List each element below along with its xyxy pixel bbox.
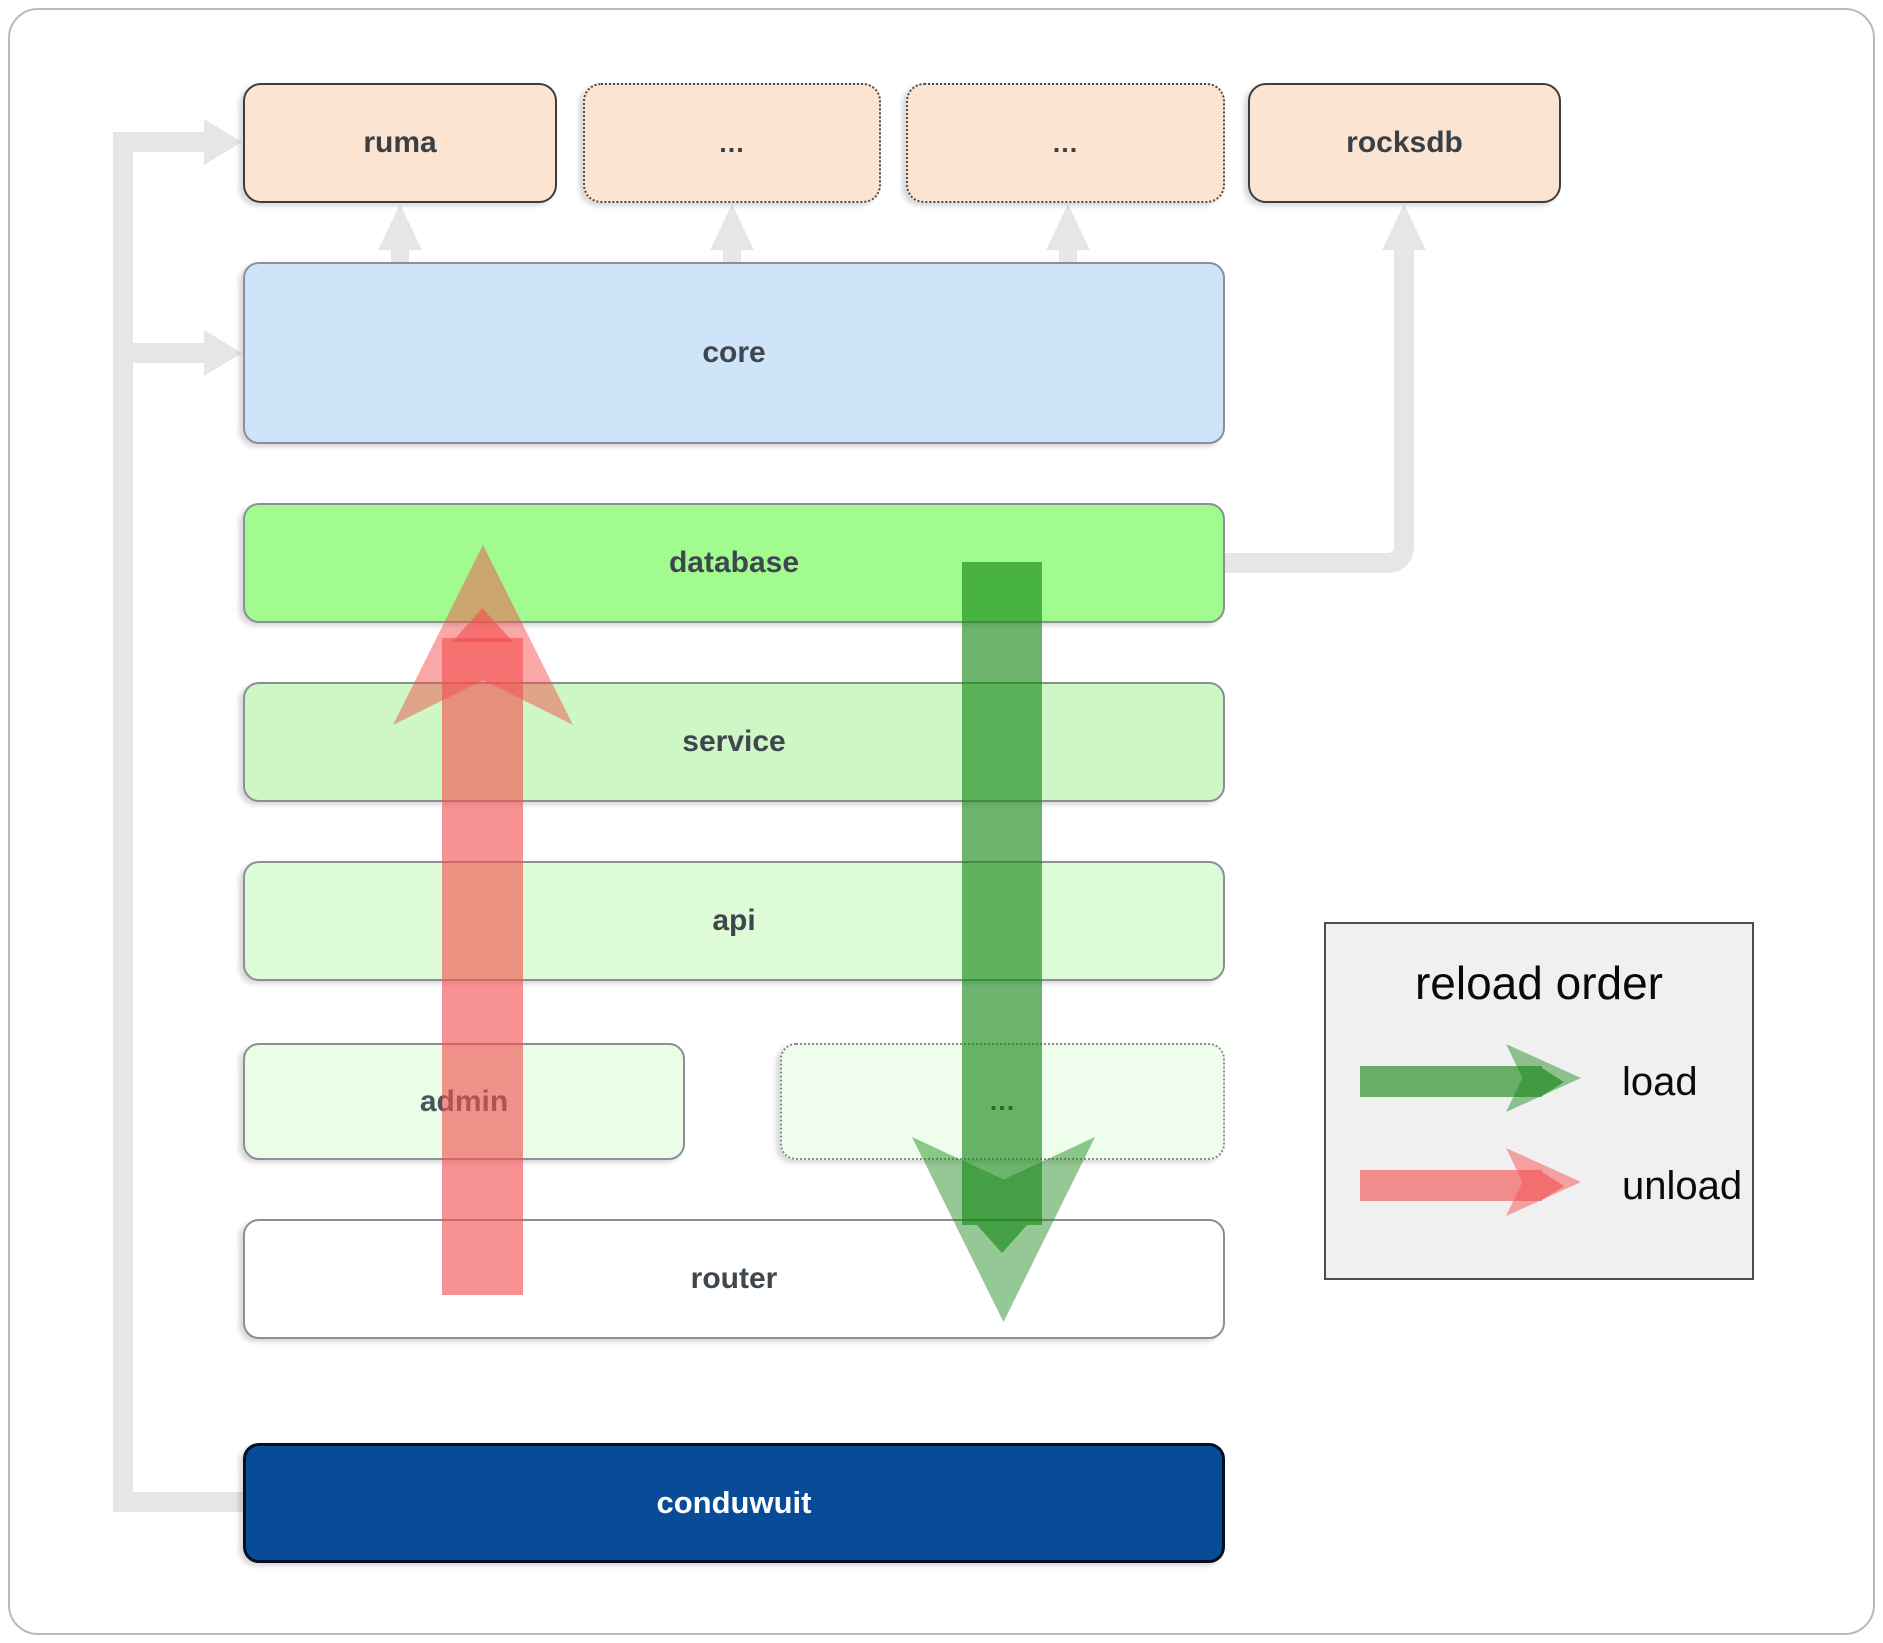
connector-database-rocksdb-elbow [1225,250,1414,573]
connector-core-dots2-shaft [1059,248,1077,264]
legend-unload-arrow-shaft [1360,1170,1542,1201]
legend-load-label: load [1622,1060,1698,1104]
node-rocksdb: rocksdb [1248,83,1561,203]
page-border [8,8,1875,1635]
load-arrow-shaft [962,562,1042,1225]
node-ruma: ruma [243,83,557,203]
connector-core-ruma-shaft [391,248,409,264]
connector-to-core-segment [113,343,206,363]
node-router: router [243,1219,1225,1339]
legend-title: reload order [1414,957,1664,1009]
unload-arrow-shaft [442,638,523,1295]
legend-load-arrow-shaft [1360,1066,1542,1097]
connector-to-ruma-segment [113,132,206,152]
node-core: core [243,262,1225,444]
node-database: database [243,503,1225,623]
connector-from-conduwuit-segment [113,1492,245,1512]
node-conduwuit: conduwuit [243,1443,1225,1563]
node-service: service [243,682,1225,802]
legend-unload-label: unload [1622,1164,1743,1208]
node-dots-top-left: ... [583,83,881,203]
node-api: api [243,861,1225,981]
connector-core-dots1-shaft [723,248,741,264]
legend-box [1324,922,1754,1280]
node-dots-top-right: ... [906,83,1225,203]
connector-left-vertical [113,133,133,1512]
